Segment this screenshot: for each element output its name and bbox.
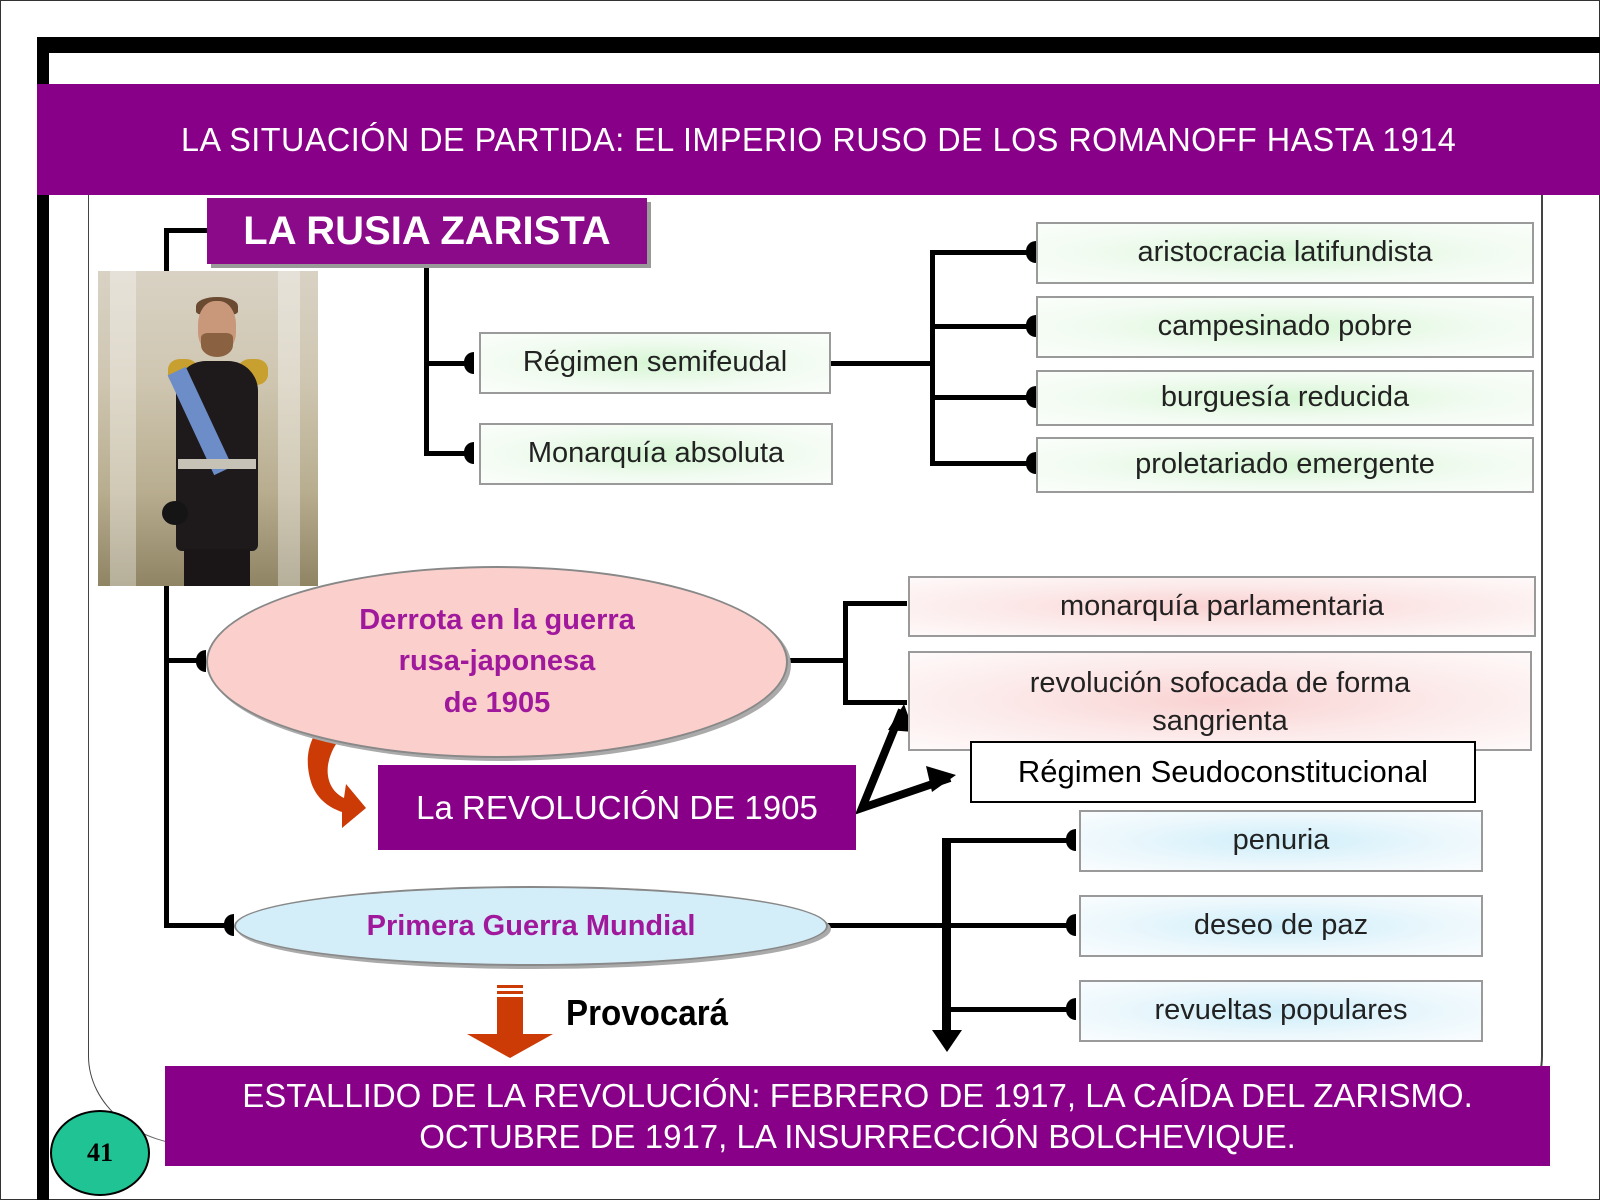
- node-revolucion-1905: La REVOLUCIÓN DE 1905: [378, 765, 856, 850]
- node-primera-guerra-mundial: Primera Guerra Mundial: [234, 886, 828, 966]
- node-regimen-seudoconstitucional: Régimen Seudoconstitucional: [970, 741, 1476, 803]
- connector-cap: [1066, 829, 1076, 851]
- connector-cap: [1026, 452, 1036, 474]
- node-label: campesinado pobre: [1157, 310, 1413, 343]
- connector-cap: [1026, 315, 1036, 337]
- node-label: penuria: [1232, 824, 1330, 857]
- node-burguesia-reducida: burguesía reducida: [1036, 370, 1534, 426]
- node-monarquia-parlamentaria: monarquía parlamentaria: [908, 576, 1536, 637]
- node-label: burguesía reducida: [1160, 381, 1410, 414]
- node-label-line: Derrota en la guerra: [359, 604, 635, 637]
- node-penuria: penuria: [1079, 810, 1483, 872]
- slide-border-top: [37, 37, 1600, 53]
- connector-line: [424, 361, 470, 366]
- node-revueltas-populares: revueltas populares: [1079, 980, 1483, 1042]
- slide-title: LA SITUACIÓN DE PARTIDA: EL IMPERIO RUSO…: [180, 120, 1457, 158]
- node-regimen-semifeudal: Régimen semifeudal: [479, 332, 831, 394]
- node-label: Régimen Seudoconstitucional: [1017, 753, 1429, 789]
- node-label: deseo de paz: [1193, 909, 1369, 942]
- node-campesinado-pobre: campesinado pobre: [1036, 296, 1534, 358]
- connector-line: [843, 601, 907, 606]
- connector-cap: [1026, 241, 1036, 263]
- connector-cap: [1026, 386, 1036, 408]
- connector-line: [843, 700, 907, 705]
- node-label: monarquía parlamentaria: [1059, 589, 1384, 622]
- connector-cap: [196, 650, 206, 672]
- root-node-la-rusia-zarista: LA RUSIA ZARISTA: [207, 198, 647, 264]
- tsar-portrait-image: [98, 271, 318, 586]
- node-aristocracia-latifundista: aristocracia latifundista: [1036, 222, 1534, 284]
- conclusion-line: ESTALLIDO DE LA REVOLUCIÓN: FEBRERO DE 1…: [242, 1076, 1473, 1114]
- connector-line: [828, 361, 934, 366]
- connector-line: [942, 923, 1070, 928]
- root-label: LA RUSIA ZARISTA: [243, 208, 611, 253]
- node-label-line: rusa-japonesa: [398, 645, 596, 678]
- node-revolucion-sofocada: revolución sofocada de forma sangrienta: [908, 651, 1532, 751]
- connector-line: [820, 923, 950, 928]
- connector-line: [930, 324, 1030, 329]
- connector-line: [164, 658, 204, 663]
- node-label: revolución sofocada de forma sangrienta: [1029, 667, 1411, 737]
- connector-line: [930, 395, 1030, 400]
- node-label: Primera Guerra Mundial: [366, 909, 696, 942]
- connector-line: [164, 923, 230, 928]
- connector-line: [930, 461, 1030, 466]
- connector-line: [942, 838, 951, 1038]
- conclusion-box: ESTALLIDO DE LA REVOLUCIÓN: FEBRERO DE 1…: [165, 1066, 1550, 1166]
- connector-cap: [464, 352, 474, 374]
- node-deseo-de-paz: deseo de paz: [1079, 895, 1483, 957]
- node-label: Régimen semifeudal: [522, 346, 788, 379]
- connector-line: [930, 250, 935, 465]
- page-number: 41: [87, 1138, 113, 1167]
- connector-cap: [1066, 914, 1076, 936]
- connector-cap: [224, 914, 234, 936]
- node-label: Monarquía absoluta: [527, 437, 785, 470]
- node-label: La REVOLUCIÓN DE 1905: [416, 788, 818, 826]
- node-label-line: de 1905: [443, 686, 551, 719]
- node-derrota-guerra-rusojaponesa: Derrota en la guerra rusa-japonesa de 19…: [206, 566, 788, 758]
- connector-line: [843, 601, 848, 705]
- connector-line: [164, 228, 208, 233]
- node-proletariado-emergente: proletariado emergente: [1036, 437, 1534, 493]
- node-label: aristocracia latifundista: [1137, 236, 1433, 269]
- connector-line: [930, 250, 1030, 255]
- connector-line: [942, 1007, 1070, 1012]
- provocara-label: Provocará: [566, 992, 729, 1033]
- connector-line: [424, 451, 470, 456]
- connector-line: [782, 658, 846, 663]
- slide-title-bar: LA SITUACIÓN DE PARTIDA: EL IMPERIO RUSO…: [37, 84, 1600, 195]
- connector-cap: [464, 442, 474, 464]
- connector-line: [942, 838, 1070, 843]
- node-monarquia-absoluta: Monarquía absoluta: [479, 423, 833, 485]
- connector-cap: [1066, 998, 1076, 1020]
- page-number-badge: 41: [50, 1110, 150, 1196]
- connector-line: [424, 264, 429, 455]
- slide-border-left: [37, 37, 49, 1200]
- node-label: revueltas populares: [1154, 994, 1408, 1027]
- conclusion-line: OCTUBRE DE 1917, LA INSURRECCIÓN BOLCHEV…: [419, 1118, 1296, 1155]
- node-label: proletariado emergente: [1135, 448, 1435, 481]
